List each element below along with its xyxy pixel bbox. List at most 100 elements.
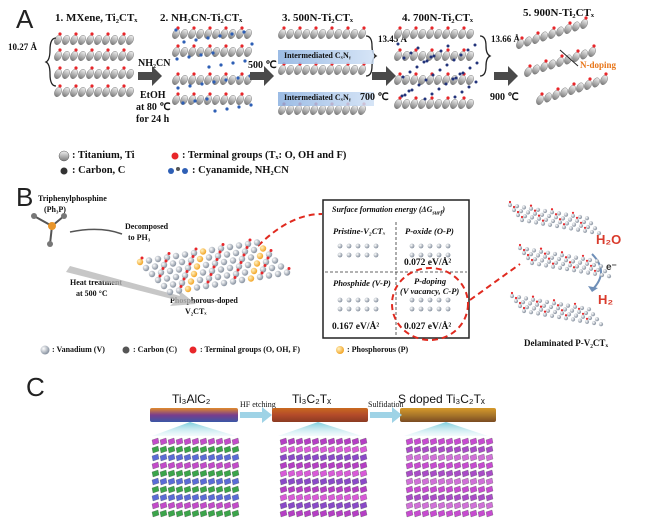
delaminated-atom [558, 302, 564, 307]
terminal-atom [236, 268, 240, 272]
crystal-cell [343, 469, 352, 478]
vanadium-atom [244, 240, 252, 248]
delaminated-atom [522, 214, 528, 219]
cn-network-atom [422, 60, 426, 64]
crystal-cell [343, 453, 352, 462]
terminal-atom [263, 264, 267, 267]
ti-atom [466, 51, 474, 61]
crystal-cell [485, 477, 494, 486]
spacing-label-3: 13.66 Å [491, 34, 520, 44]
terminal-atom [208, 92, 212, 96]
delaminated-atom [564, 266, 570, 272]
delaminated-atom [582, 228, 588, 233]
terminal-atom [106, 66, 110, 70]
cell-atom [445, 243, 451, 249]
crystal-cell [215, 477, 224, 486]
crystal-cell [421, 469, 430, 478]
delaminated-atom [542, 312, 548, 317]
delaminated-atom [598, 264, 604, 269]
delaminated-atom [583, 310, 589, 316]
crystal-cell [159, 445, 168, 454]
product-line2: V₂CTₓ [185, 307, 207, 316]
terminal-atom [414, 26, 418, 30]
delaminated-atom [566, 254, 572, 259]
crystal-cell [453, 477, 462, 486]
crystal-cell [405, 469, 414, 478]
terminal-atom [194, 247, 198, 251]
delaminated-atom [564, 221, 570, 226]
crystal-cell [151, 469, 160, 478]
terminal-atom [362, 26, 366, 30]
crystal-cell [437, 469, 446, 478]
crystal-cell [437, 501, 446, 510]
vanadium-atom [232, 270, 240, 278]
crystal-cell [207, 477, 216, 486]
delaminated-terminal [551, 262, 555, 265]
cell-atom [409, 243, 415, 249]
crystal-cell [175, 469, 184, 478]
crystal-cell [175, 461, 184, 470]
delaminated-atom [528, 310, 534, 315]
delaminated-terminal [535, 300, 539, 303]
terminal-atom [446, 48, 450, 52]
crystal-cell [207, 437, 216, 446]
terminal-atom [282, 26, 286, 30]
vanadium-atom [217, 245, 225, 252]
crystal-cell [335, 453, 344, 462]
vanadium-atom [241, 248, 249, 255]
cn-network-atom [396, 42, 400, 46]
terminal-atom [604, 72, 608, 76]
ti-atom [110, 69, 118, 79]
cell-atom [355, 306, 361, 312]
crystal-cell [445, 469, 454, 478]
delaminated-atom [580, 314, 586, 319]
ti-atom [126, 35, 134, 45]
sulfidation-label: Sulfidation [368, 400, 404, 409]
crystal-cell [421, 477, 430, 486]
crystal-cell [351, 485, 360, 494]
delaminated-atom [539, 212, 545, 217]
crystal-cell [469, 501, 478, 510]
arrow1-reagent: NH₂CN [138, 58, 171, 69]
crystal-cell [311, 509, 320, 518]
delaminated-atom [560, 216, 566, 221]
zoom-cone-1 [152, 422, 236, 436]
crystal-cell [175, 509, 184, 518]
crystal-cell [159, 437, 168, 446]
crystal-cell [183, 509, 192, 518]
crystal-cell [485, 437, 494, 446]
crystal-cell [295, 437, 304, 446]
terminal-atom [446, 26, 450, 30]
crystal-cell [167, 501, 176, 510]
crystal-cell [469, 469, 478, 478]
crystal-cell [429, 509, 438, 518]
delaminated-atom [509, 293, 515, 299]
crystal-cell [223, 477, 232, 486]
legend-titanium-dot [58, 150, 70, 162]
cell-p-doping-subtitle: (V vacancy, C-P) [400, 286, 460, 296]
crystal-cell [279, 493, 288, 502]
callout-dash-right [469, 263, 521, 301]
product-line1: Phosphorous-doped [170, 296, 238, 305]
vanadium-atom [265, 272, 273, 279]
crystal-cell [295, 493, 304, 502]
crystal-cell [485, 453, 494, 462]
ti-atom [244, 47, 252, 57]
zoom-cone-2 [278, 422, 362, 436]
crystal-cell [207, 469, 216, 478]
precursor-formula: (Ph₃P) [44, 205, 66, 214]
delaminated-atom [535, 311, 541, 316]
delaminated-atom [581, 219, 587, 225]
crystal-cell [199, 509, 208, 518]
cell-atom [418, 243, 424, 249]
delaminated-terminal [539, 247, 543, 250]
cn-network-atom [416, 46, 420, 50]
panel-a-legend-icons [58, 150, 188, 175]
cyanamide-atom [174, 28, 178, 32]
terminal-atom [90, 66, 94, 70]
vanadium-atom [154, 255, 162, 263]
cn-network-atom [424, 78, 428, 82]
crystal-cell [413, 453, 422, 462]
ti-atom [196, 75, 204, 85]
delaminated-atom [526, 219, 532, 224]
